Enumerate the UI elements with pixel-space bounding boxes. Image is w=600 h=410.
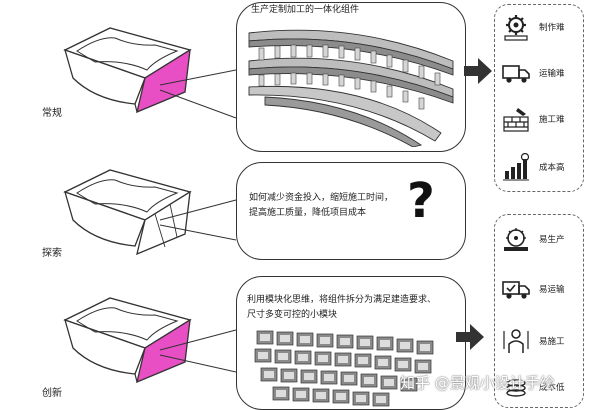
bubble-title: 生产定制加工的一体化组件	[251, 5, 360, 15]
result-label: 成本低	[539, 383, 565, 393]
truck-check-icon	[502, 281, 530, 299]
result-label: 制作难	[539, 23, 565, 33]
result-item-hard-to-make: 制作难	[495, 13, 583, 43]
row-label-exploration: 探索	[42, 248, 62, 259]
truck-icon	[502, 65, 530, 83]
result-label: 施工难	[539, 115, 565, 125]
result-item-high-cost: 成本高	[495, 153, 583, 183]
result-label: 运输难	[539, 69, 565, 79]
bubble-integrated-component: 生产定制加工的一体化组件	[236, 2, 466, 152]
planter-sketch-exploration	[63, 169, 192, 256]
results-box-conventional: 制作难 运输难 施工难 成本高	[494, 4, 584, 192]
result-label: 成本高	[539, 163, 565, 173]
watermark: 知乎 @景观小设计手绘	[400, 374, 555, 392]
result-item-hard-to-transport: 运输难	[495, 59, 583, 89]
bubble-question-text: 如何减少资金投入，缩短施工时间， 提高施工质量，降低项目成本	[249, 193, 394, 218]
result-item-low-cost: 成本低	[495, 373, 583, 403]
bubble-modular-text: 利用模块化思维，将组件拆分为满足建造要求、 尺寸多变可控的小模块	[247, 295, 437, 320]
saw-icon	[504, 228, 528, 251]
planter-sketch-conventional	[63, 27, 192, 114]
coin-growth-icon	[503, 153, 530, 181]
question-mark: ?	[407, 173, 435, 229]
result-item-hard-to-build: 施工难	[495, 105, 583, 135]
integrated-beam-illustration	[248, 29, 454, 147]
row-label-innovation: 创新	[42, 388, 62, 399]
modular-blocks-illustration	[254, 330, 434, 407]
result-item-easy-to-transport: 易运输	[495, 275, 583, 305]
gear-icon	[504, 15, 528, 41]
result-label: 易运输	[539, 285, 565, 295]
arrow-right-bottom	[456, 324, 484, 350]
row-label-conventional: 常规	[42, 108, 62, 119]
results-box-innovation: 易生产 易运输 易施工 成本低	[494, 214, 584, 408]
brick-wall-icon	[503, 108, 529, 132]
bubble-modular: 利用模块化思维，将组件拆分为满足建造要求、 尺寸多变可控的小模块	[236, 276, 466, 410]
result-label: 易生产	[539, 235, 565, 245]
planter-sketch-innovation	[63, 297, 192, 384]
coin-icon	[506, 379, 526, 397]
result-item-easy-to-produce: 易生产	[495, 225, 583, 255]
result-label: 易施工	[539, 337, 565, 347]
worker-icon	[503, 329, 529, 353]
result-item-easy-to-build: 易施工	[495, 327, 583, 357]
bubble-question: 如何减少资金投入，缩短施工时间， 提高施工质量，降低项目成本 ?	[236, 162, 466, 260]
arrow-right-top	[464, 58, 492, 84]
